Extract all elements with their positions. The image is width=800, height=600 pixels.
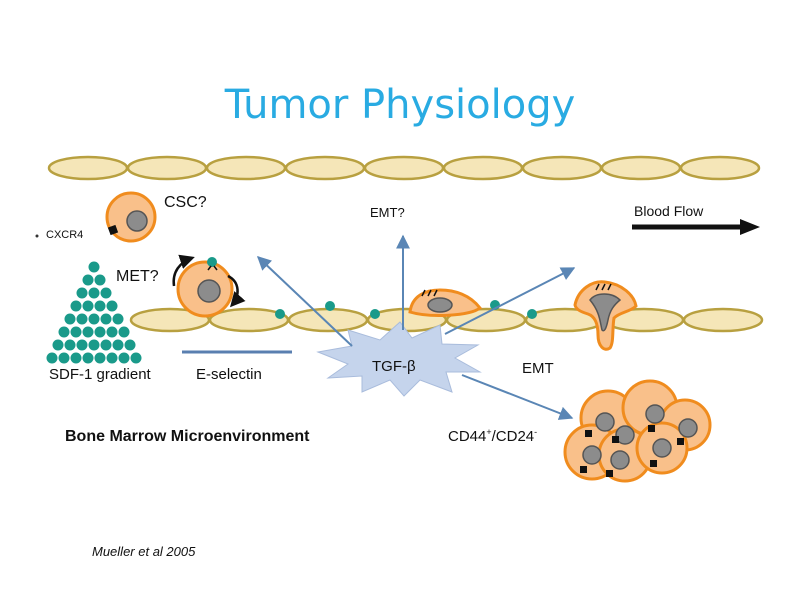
eselectin-label: E-selectin (196, 366, 262, 383)
endothelial-cell (682, 307, 764, 333)
extravasating-cell (573, 280, 638, 351)
endothelial-cell (442, 155, 524, 181)
ligand-dot (275, 309, 285, 319)
cd24-superscript: - (534, 427, 538, 437)
bone-marrow-label: Bone Marrow Microenvironment (65, 428, 310, 445)
cd44-cd24-label: CD44+/CD24- (448, 427, 537, 445)
sdf1-gradient-label: SDF-1 gradient (49, 366, 151, 383)
arrow-to-met (256, 256, 353, 347)
tgf-beta-arrows (256, 234, 576, 420)
met-cell (172, 254, 246, 318)
emt-label: EMT (522, 360, 554, 377)
cxcr4-dot (35, 234, 39, 238)
endothelial-cell (679, 155, 761, 181)
endothelial-cell (126, 155, 208, 181)
endothelial-cell (521, 155, 603, 181)
endothelial-cell (205, 155, 287, 181)
endothelial-cell (284, 155, 366, 181)
cd24-text: /CD24 (491, 428, 535, 445)
csc-cell (105, 191, 157, 243)
migrating-cell (408, 288, 483, 317)
blood-flow-arrow (632, 219, 760, 235)
cd44-superscript: + (486, 427, 492, 437)
tgf-beta-burst (316, 321, 482, 397)
cxcr4-receptor (107, 224, 119, 236)
rolling-arrow-right (227, 274, 246, 308)
endothelial-cell (287, 307, 369, 333)
csc-label: CSC? (164, 194, 207, 211)
met-label: MET? (116, 268, 159, 285)
tgf-beta-label: TGF-β (372, 358, 416, 375)
ligand-dot (527, 309, 537, 319)
endothelial-cell (363, 155, 445, 181)
emt-question-label: EMT? (370, 205, 405, 220)
sdf1-gradient-dots (46, 261, 142, 364)
slide-title: Tumor Physiology (224, 82, 576, 128)
arrow-to-extravasation (444, 267, 576, 335)
endothelial-cell (47, 155, 129, 181)
top-vessel-wall (47, 155, 761, 181)
ligand-dot (325, 301, 335, 311)
arrow-to-cd44-cluster (461, 374, 574, 420)
cd44-text: CD44 (448, 428, 487, 445)
rolling-arrow-left (172, 254, 195, 287)
blood-flow-label: Blood Flow (634, 203, 704, 219)
endothelial-cell (600, 155, 682, 181)
ligand-dot (370, 309, 380, 319)
cxcr4-label: CXCR4 (46, 229, 84, 241)
cd44-cd24-cell-cluster (563, 379, 712, 483)
citation: Mueller et al 2005 (92, 544, 196, 559)
